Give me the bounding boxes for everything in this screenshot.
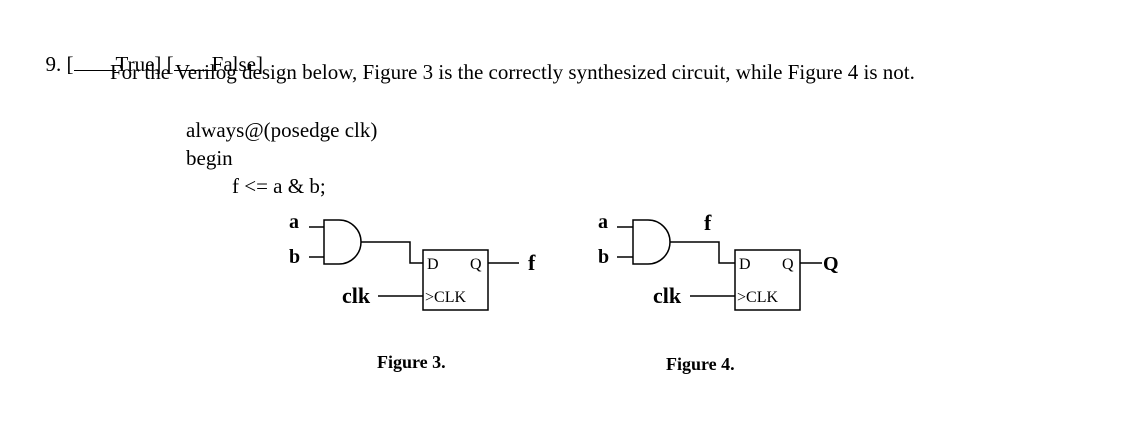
fig4-ff-q-label: Q: [782, 256, 794, 273]
fig4-and-gate: [632, 219, 671, 265]
question-header: 9. [ True] [ False]: [35, 33, 263, 75]
true-option-label: True] [: [115, 52, 174, 76]
false-option-label: False]: [211, 52, 263, 76]
fig4-ff-d-label: D: [739, 256, 751, 273]
fig4-flip-flop: [734, 249, 801, 311]
fig3-input-a-label: a: [289, 211, 299, 233]
fig3-clk-label: clk: [342, 283, 371, 308]
fig3-ff-d-label: D: [427, 256, 439, 273]
fig3-flip-flop: [422, 249, 489, 311]
fig3-input-b-label: b: [289, 246, 300, 268]
question-number: 9. [: [45, 52, 74, 76]
code-line-assign: f <= a & b;: [232, 174, 326, 198]
fig4-gate-output-label: f: [704, 210, 712, 235]
fig3-output-label: f: [528, 250, 536, 275]
figure-4: a b f D Q >CLK Q clk Figure 4.: [598, 210, 839, 374]
fig3-and-gate: [323, 219, 362, 265]
fig4-caption: Figure 4.: [666, 354, 735, 374]
fig4-input-b-label: b: [598, 246, 609, 268]
fig4-clk-label: clk: [653, 283, 682, 308]
false-answer-blank[interactable]: [173, 69, 212, 71]
fig3-caption: Figure 3.: [377, 352, 446, 372]
code-line-begin: begin: [186, 146, 233, 170]
fig4-input-a-label: a: [598, 211, 608, 233]
fig3-ff-q-label: Q: [470, 256, 482, 273]
figure-3: a b D Q >CLK f clk Figure 3.: [289, 211, 536, 372]
fig3-wire-gate-to-d: [361, 241, 423, 264]
fig4-output-label: Q: [823, 253, 839, 275]
true-answer-blank[interactable]: [73, 69, 116, 71]
question-statement: For the Verilog design below, Figure 3 i…: [110, 60, 915, 84]
fig4-ff-clk-label: >CLK: [737, 289, 778, 306]
fig4-wire-gate-to-d: [670, 241, 735, 264]
fig3-ff-clk-label: >CLK: [425, 289, 466, 306]
code-line-always: always@(posedge clk): [186, 118, 378, 142]
